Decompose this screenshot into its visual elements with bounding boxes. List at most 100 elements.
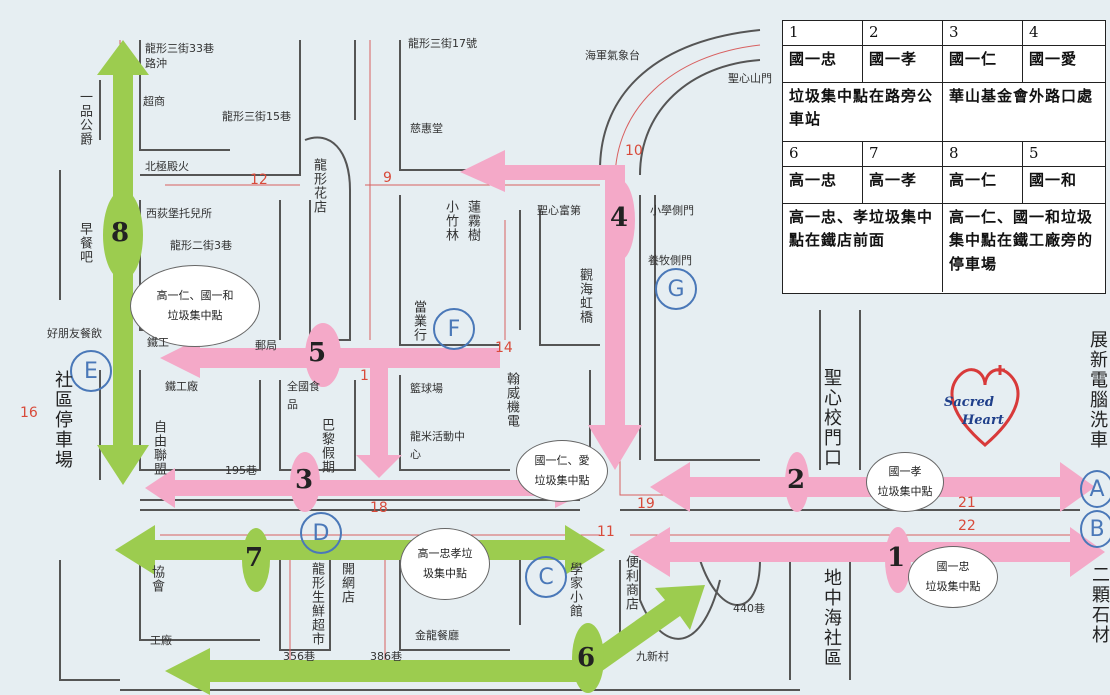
legend-num: 2 — [863, 21, 943, 45]
point-f[interactable]: F — [433, 308, 475, 350]
bubble-3-text: 垃圾集中點 — [534, 474, 590, 487]
marker-6[interactable]: 6 — [577, 643, 596, 673]
road-number-10: 10 — [625, 143, 643, 159]
label-gongchang: 工廠 — [150, 634, 172, 647]
label-yipin: 一品公爵 — [77, 90, 92, 146]
route-7 — [115, 525, 605, 575]
label-lane3: 龍形二街3巷 — [170, 239, 232, 252]
road-number-16: 16 — [20, 405, 38, 421]
point-g[interactable]: G — [655, 268, 697, 310]
point-a[interactable]: A — [1080, 470, 1110, 508]
legend-note: 垃圾集中點在路旁公車站 — [783, 83, 943, 141]
marker-2[interactable]: 2 — [787, 465, 806, 495]
logo-line1: Sacred — [944, 395, 994, 410]
label-youju: 郵局 — [255, 339, 277, 352]
label-tiegongchang: 鐵工廠 — [165, 380, 198, 393]
road-number-1: 1 — [360, 368, 369, 384]
route-3 — [145, 468, 595, 508]
point-c[interactable]: C — [525, 556, 567, 598]
label-yangmu: 養牧側門 — [648, 254, 692, 267]
label-lane33b: 路沖 — [145, 57, 167, 70]
marker-3[interactable]: 3 — [295, 465, 314, 495]
marker-8[interactable]: 8 — [111, 218, 130, 248]
marker-ovals — [103, 180, 911, 693]
road-number-21: 21 — [958, 495, 976, 511]
label-jiuxincun: 九新村 — [636, 650, 669, 663]
legend-table: 1 2 3 4 國一忠 國一孝 國一仁 國一愛 垃圾集中點在路旁公車站 華山基金… — [782, 20, 1106, 294]
label-bianli: 便利商店 — [623, 555, 638, 611]
legend-num: 3 — [943, 21, 1023, 45]
label-jinlong: 金龍餐廳 — [415, 629, 459, 642]
label-shengxin-top: 聖心山門 — [728, 72, 772, 85]
marker-7[interactable]: 7 — [245, 543, 264, 573]
legend-class: 國一愛 — [1029, 50, 1078, 68]
label-longxing-huadian: 龍形花店 — [311, 158, 326, 214]
label-haopengyou: 好朋友餐飲 — [47, 327, 102, 340]
street-grid — [59, 29, 1080, 691]
road-number-12: 12 — [250, 172, 268, 188]
label-longxing-shengxian: 龍形生鮮超市 — [309, 562, 324, 646]
label-bali: 巴黎假期 — [319, 418, 334, 474]
label-lane356: 356巷 — [283, 650, 315, 663]
legend-num: 1 — [783, 21, 863, 45]
label-xuejia: 學家小館 — [567, 562, 582, 618]
label-kaiwang: 開網店 — [339, 562, 354, 604]
label-beiji: 北極殿火 — [145, 160, 189, 173]
marker-5[interactable]: 5 — [308, 338, 327, 368]
label-zaocan: 早餐吧 — [77, 222, 92, 264]
label-ermei: 二顆石材 — [1089, 565, 1110, 645]
route-4-horizontal — [460, 150, 625, 192]
bubble-2-class: 國一孝 — [888, 465, 922, 479]
bubble-4-class: 高一忠孝垃 — [417, 547, 473, 561]
bubble-1-text: 垃圾集中點 — [925, 580, 981, 593]
bubble-3-class: 國一仁、愛 — [534, 454, 590, 468]
road-number-18: 18 — [370, 500, 388, 516]
marker-1[interactable]: 1 — [887, 543, 906, 573]
bubble-4-text: 圾集中點 — [423, 567, 467, 580]
label-lianwu: 蓮霧樹 — [465, 200, 480, 242]
marker-4[interactable]: 4 — [610, 203, 629, 233]
road-number-9: 9 — [383, 170, 392, 186]
road-number-11: 11 — [597, 524, 615, 540]
legend-row-classes-1: 國一忠 國一孝 國一仁 國一愛 — [783, 46, 1105, 83]
label-cifu: 慈惠堂 — [410, 122, 443, 135]
legend-note: 高一仁、國一和垃圾集中點在鐵工廠旁的停車場 — [949, 208, 1094, 273]
label-xiehui: 協會 — [149, 565, 164, 593]
point-b[interactable]: B — [1080, 510, 1110, 548]
route-6-diagonal — [580, 585, 705, 676]
route-4-vertical — [588, 165, 642, 470]
logo-line2: Heart — [962, 413, 1004, 428]
label-tiegong: 鐵工 — [147, 336, 169, 349]
legend-num: 7 — [863, 142, 943, 166]
collection-bubble-3: 國一仁、愛 垃圾集中點 — [516, 440, 608, 502]
bubble-5-class: 高一仁、國一和 — [156, 289, 234, 303]
heart-icon — [950, 365, 1020, 447]
legend-num: 5 — [1029, 144, 1039, 162]
legend-class: 高一孝 — [863, 167, 943, 203]
legend-note: 華山基金會外路口處 — [949, 87, 1094, 105]
point-d[interactable]: D — [300, 512, 342, 554]
label-shengxin-fudi: 聖心富第 — [537, 204, 581, 217]
bubble-1-class: 國一忠 — [936, 560, 970, 574]
label-xiaoqi: 西荻堡托兒所 — [146, 207, 212, 220]
label-shequ: 社區停車場 — [52, 370, 73, 470]
legend-row-numbers-2: 6 7 8 5 — [783, 142, 1105, 167]
label-lane195: 195巷 — [225, 464, 257, 477]
legend-row-classes-2: 高一忠 高一孝 高一仁 國一和 — [783, 167, 1105, 204]
legend-class: 國一仁 — [943, 46, 1023, 82]
legend-num: 4 — [1029, 23, 1039, 41]
point-e[interactable]: E — [70, 350, 112, 392]
legend-class: 高一忠 — [783, 167, 863, 203]
collection-bubble-4: 高一忠孝垃 圾集中點 — [400, 528, 490, 600]
label-shengxin-xiaomen: 聖心校門口 — [821, 368, 842, 468]
label-xiahai: 觀海虹橋 — [577, 268, 592, 324]
legend-row-notes-2: 高一忠、孝垃圾集中點在鐵店前面 高一仁、國一和垃圾集中點在鐵工廠旁的停車場 — [783, 204, 1105, 292]
label-lane17: 龍形三街17號 — [408, 37, 477, 50]
road-number-22: 22 — [958, 518, 976, 534]
route-5-vertical — [356, 355, 402, 478]
label-lane15: 龍形三街15巷 — [222, 110, 291, 123]
label-dangzhi: 當業行 — [411, 300, 426, 342]
bubble-5-text: 垃圾集中點 — [167, 309, 223, 322]
